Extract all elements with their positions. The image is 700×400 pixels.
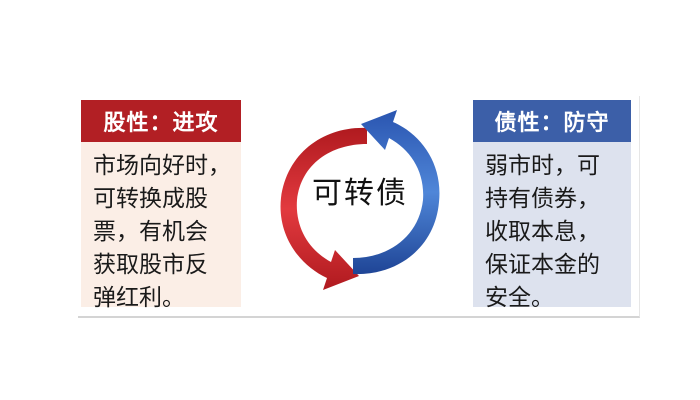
left-panel-line: 可转换成股 bbox=[93, 186, 208, 212]
left-panel-body: 市场向好时， 可转换成股 票，有机会 获取股市反 弹红利。 bbox=[81, 142, 241, 311]
right-panel-line: 弱市时，可 bbox=[485, 153, 600, 179]
right-panel-line: 收取本息， bbox=[485, 219, 600, 245]
right-panel-line: 安全。 bbox=[485, 285, 554, 311]
cycle-diagram bbox=[280, 110, 440, 290]
diagram-frame bbox=[78, 96, 640, 318]
cycle-arrow-red-icon bbox=[280, 127, 367, 290]
left-panel-line: 市场向好时， bbox=[93, 153, 231, 179]
left-panel-title: 股性：进攻 bbox=[81, 100, 241, 142]
right-panel-title: 债性：防守 bbox=[473, 100, 631, 142]
left-panel-line: 票，有机会 bbox=[93, 219, 208, 245]
right-panel-line: 持有债券， bbox=[485, 186, 600, 212]
right-panel-body: 弱市时，可 持有债券， 收取本息， 保证本金的 安全。 bbox=[473, 142, 631, 311]
left-panel-line: 弹红利。 bbox=[93, 285, 185, 311]
center-label: 可转债 bbox=[312, 176, 408, 211]
left-panel-line: 获取股市反 bbox=[93, 252, 208, 278]
right-panel-line: 保证本金的 bbox=[485, 252, 600, 278]
cycle-arrow-blue-icon bbox=[353, 110, 440, 275]
